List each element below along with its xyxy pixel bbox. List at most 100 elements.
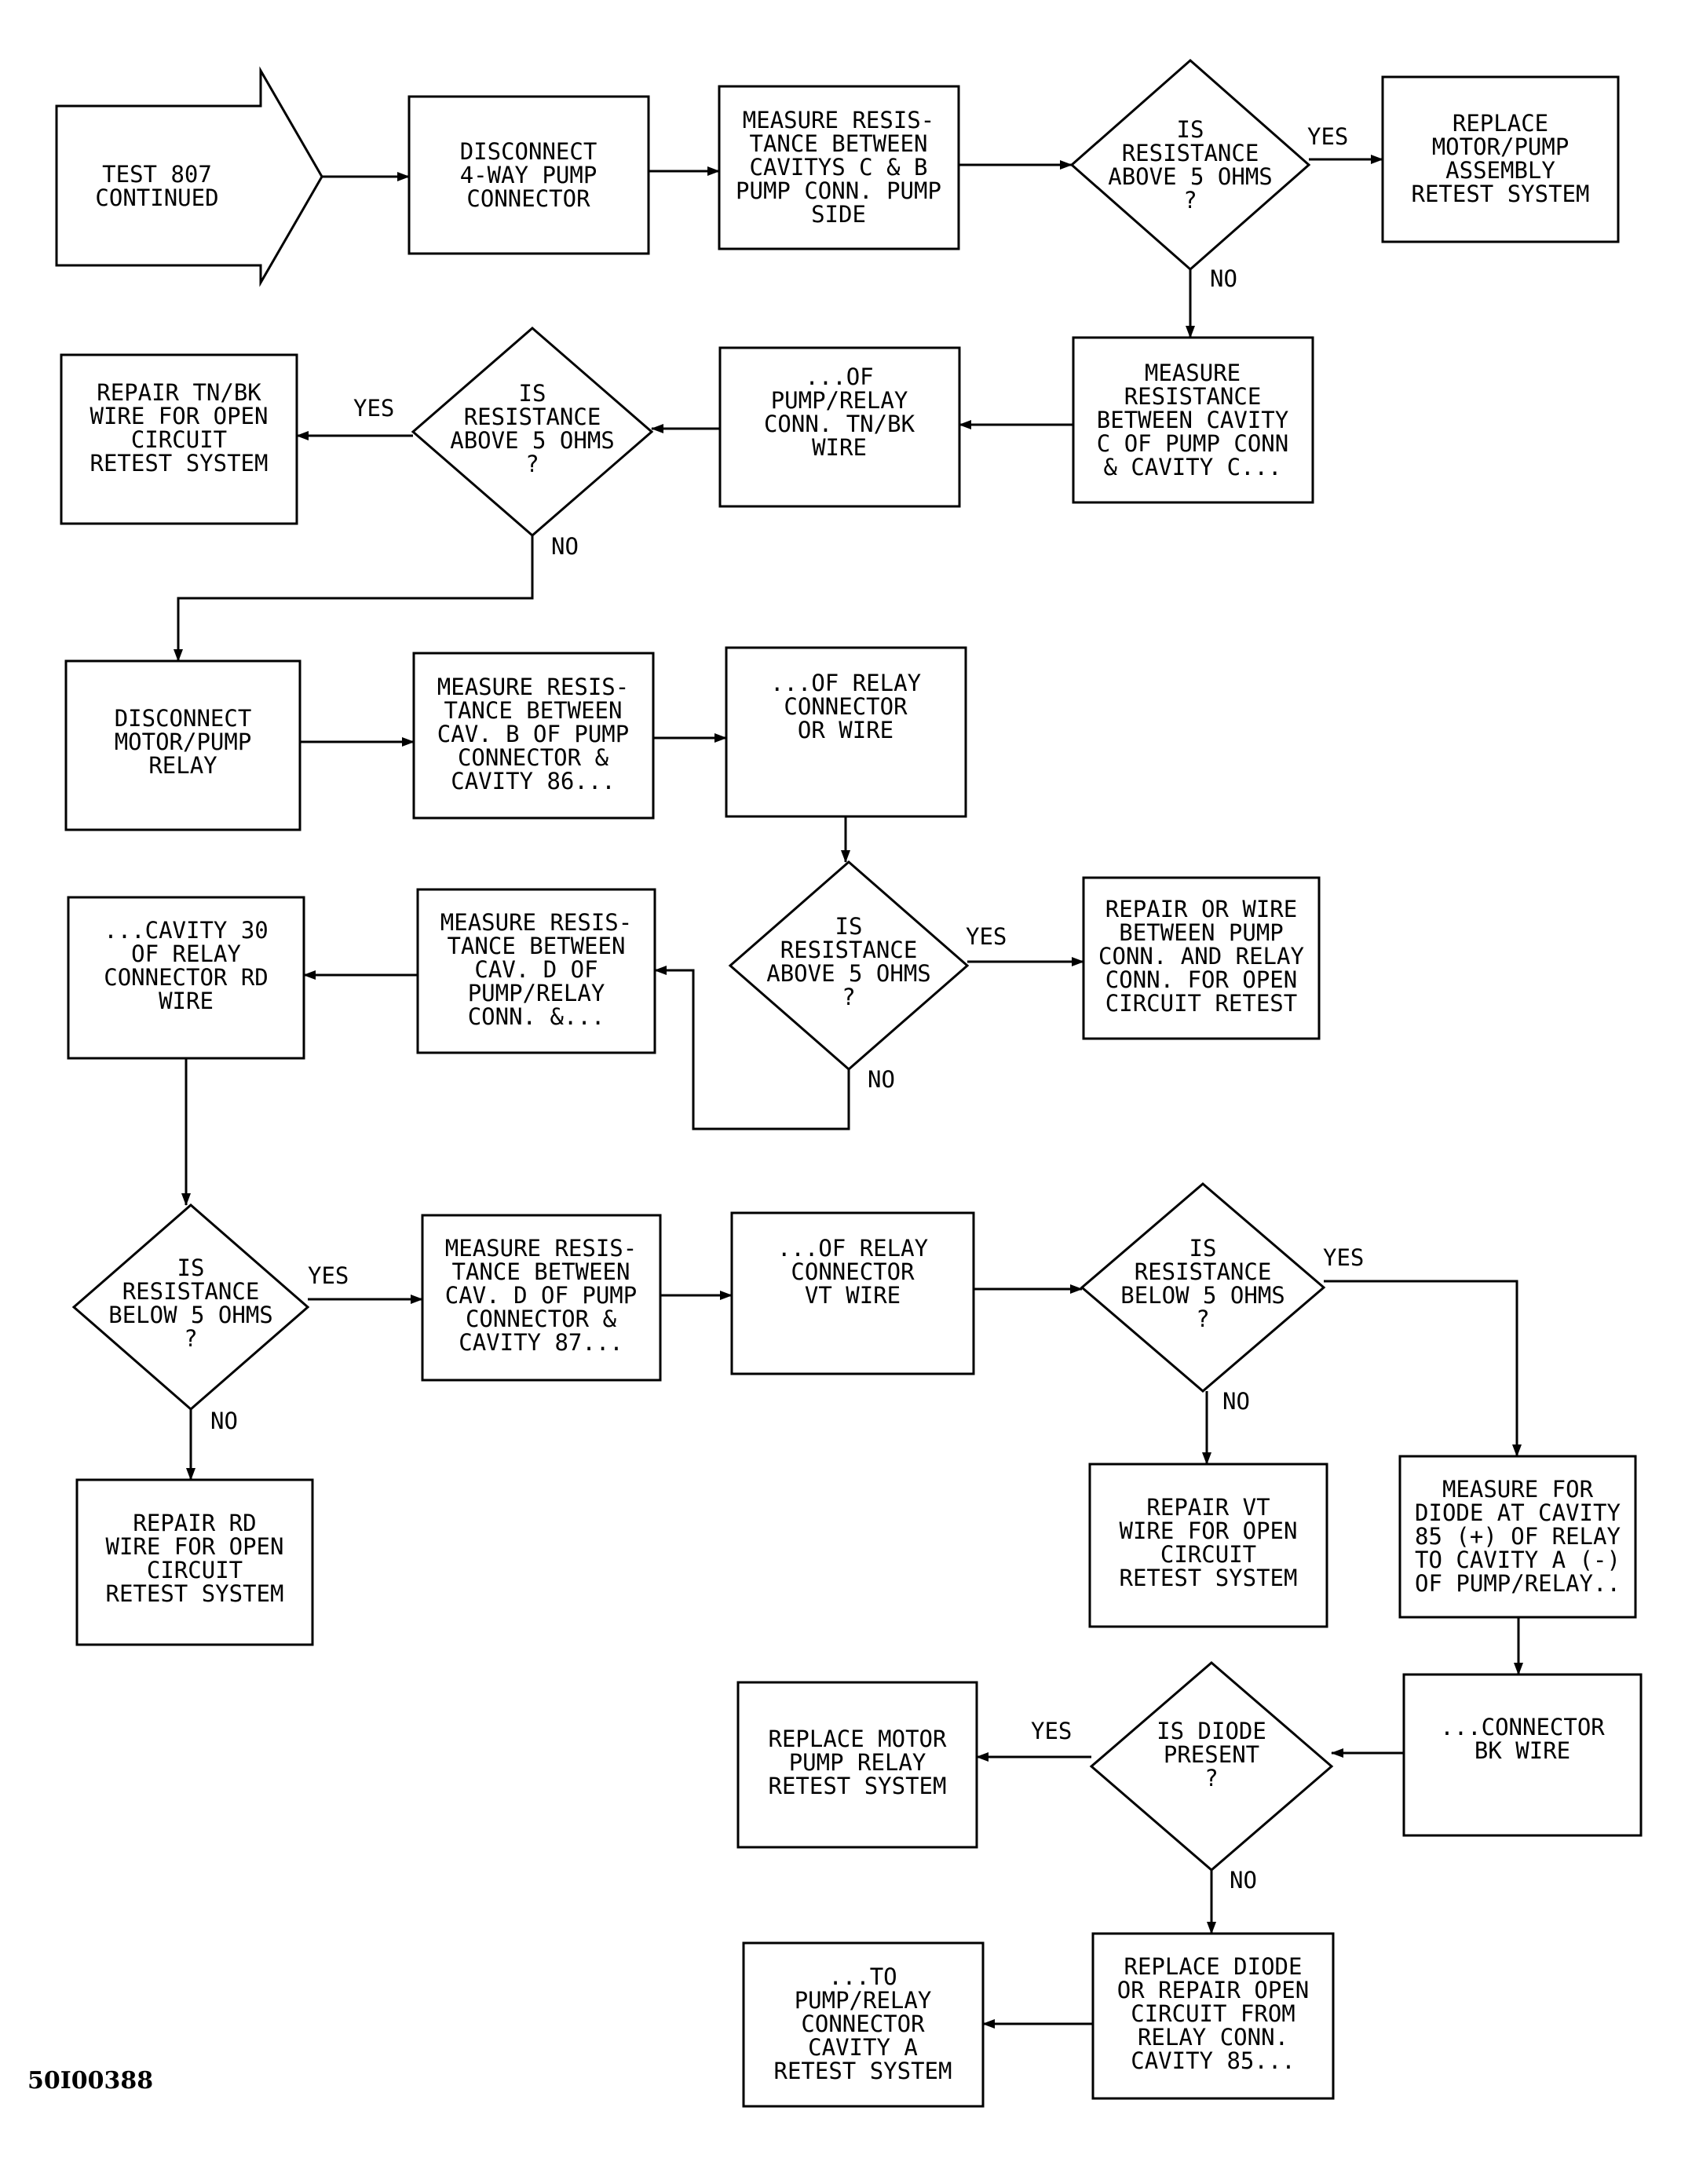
label-line: WIRE [159, 988, 214, 1014]
label-line: ...CAVITY 30 [104, 917, 269, 944]
label-line: & CAVITY C... [1104, 454, 1282, 480]
label-line: RETEST SYSTEM [106, 1580, 284, 1607]
label-line: PUMP/RELAY [468, 980, 605, 1006]
label-line: 4-WAY PUMP [460, 162, 597, 188]
label-line: MEASURE FOR [1442, 1476, 1594, 1503]
label-line: TANCE BETWEEN [750, 130, 928, 157]
label-line: CONNECTOR [801, 2011, 925, 2037]
label-line: CONNECTOR [791, 1258, 915, 1285]
edge-label-no-4: NO [210, 1408, 238, 1434]
label-line: CIRCUIT [147, 1557, 243, 1583]
label-line: RESISTANCE [1135, 1258, 1272, 1285]
label-line: ASSEMBLY [1445, 157, 1555, 184]
edge-label-yes-5: YES [1323, 1244, 1364, 1271]
label-line: CONN. FOR OPEN [1105, 966, 1297, 993]
label-line: ? [525, 451, 539, 477]
label-line: TANCE BETWEEN [452, 1258, 630, 1285]
label-line: RETEST SYSTEM [1120, 1565, 1298, 1591]
label-line: RESISTANCE [1124, 383, 1262, 410]
edge-labels: YES NO YES NO YES NO YES NO YES NO YES N… [210, 123, 1364, 1894]
label-line: CAVITY A [808, 2034, 918, 2061]
label-line: BETWEEN CAVITY [1097, 407, 1288, 433]
edge-label-yes-1: YES [1307, 123, 1348, 150]
label-line: ? [184, 1325, 197, 1352]
label-line: RETEST SYSTEM [1412, 181, 1590, 207]
edge-label-no-2: NO [551, 533, 579, 560]
label-line: OR REPAIR OPEN [1117, 1977, 1309, 2003]
label-line: RESISTANCE [122, 1278, 260, 1305]
label-line: ...OF RELAY [770, 670, 921, 696]
label-line: CIRCUIT FROM [1131, 2000, 1295, 2027]
label-line: REPLACE [1453, 110, 1548, 137]
label-line: REPAIR RD [133, 1510, 256, 1536]
label-line: OF RELAY [131, 940, 241, 967]
label-line: WIRE FOR OPEN [106, 1533, 284, 1560]
label-line: DISCONNECT [115, 705, 252, 732]
label-line: TANCE BETWEEN [448, 933, 626, 959]
label-line: MEASURE RESIS- [437, 674, 629, 700]
label-line: WIRE [812, 434, 867, 461]
label-line: CIRCUIT [131, 426, 227, 453]
label-line: ...CONNECTOR [1440, 1714, 1605, 1740]
label-line: OF PUMP/RELAY.. [1415, 1570, 1621, 1597]
label-line: PUMP/RELAY [771, 387, 908, 414]
label-line: REPLACE MOTOR [769, 1726, 948, 1752]
edge-label-no-5: NO [1222, 1388, 1250, 1415]
label-line: MOTOR/PUMP [1432, 133, 1570, 160]
label-line: CONNECTOR & [458, 744, 609, 771]
label-line: MEASURE RESIS- [445, 1235, 637, 1262]
label-line: DIODE AT CAVITY [1415, 1499, 1621, 1526]
label-line: CAVITY 86... [451, 768, 616, 794]
label-line: CONNECTOR [466, 185, 590, 212]
label-line: PRESENT [1164, 1741, 1259, 1768]
label-line: RETEST SYSTEM [774, 2058, 952, 2084]
label-line: MOTOR/PUMP [115, 729, 252, 755]
label-line: CAVITY 85... [1131, 2047, 1295, 2074]
edge-label-no-3: NO [868, 1066, 895, 1093]
label-line: IS [519, 380, 546, 407]
label-line: RELAY [148, 752, 217, 779]
label-line: REPAIR OR WIRE [1105, 896, 1297, 922]
label-line: ABOVE 5 OHMS [766, 960, 931, 987]
label-line: PUMP/RELAY [795, 1987, 932, 2014]
label-line: TO CAVITY A (-) [1415, 1547, 1621, 1573]
label-line: RETEST SYSTEM [769, 1773, 947, 1799]
label-line: SIDE [811, 201, 866, 228]
label-line: RELAY CONN. [1138, 2024, 1288, 2051]
edge-label-yes-4: YES [308, 1262, 349, 1289]
figure-code: 50I00388 [27, 2067, 153, 2095]
label-line: CIRCUIT RETEST [1105, 990, 1297, 1017]
edge-label-no-1: NO [1210, 265, 1237, 292]
